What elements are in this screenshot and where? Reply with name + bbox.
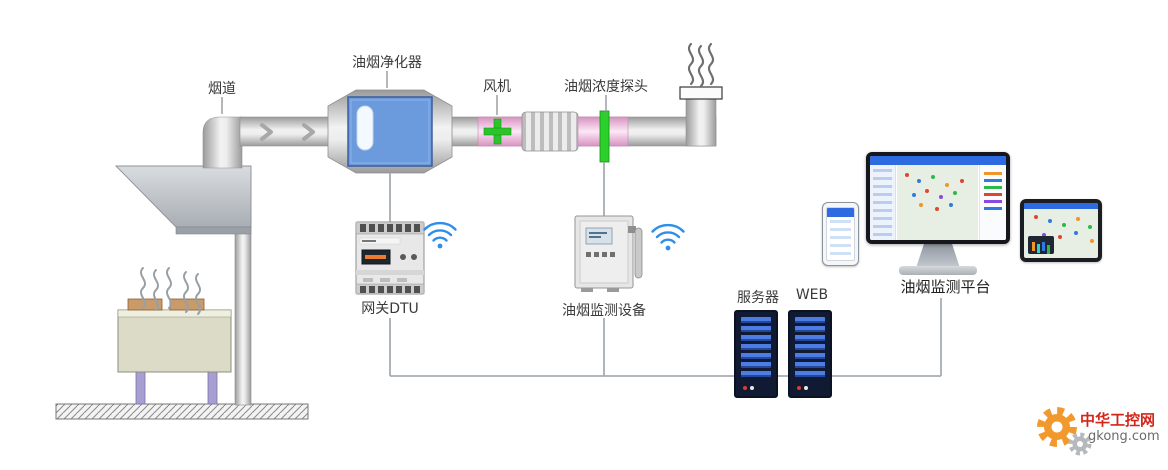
fume-purifier [327, 89, 453, 174]
fume-probe [599, 110, 610, 163]
exhaust-smoke-icon [687, 42, 715, 88]
platform-label: 油烟监测平台 [900, 278, 991, 296]
tablet-map-markers [1034, 215, 1038, 219]
terminal-blocks [360, 224, 420, 232]
flexible-bellows-duct [521, 111, 579, 152]
probe-label: 油烟浓度探头 [564, 79, 648, 95]
stove [117, 298, 232, 373]
connection-lines [389, 162, 942, 377]
server-label: 服务器 [737, 290, 779, 306]
fan-label: 风机 [483, 79, 511, 95]
device-label: 油烟监测设备 [562, 303, 646, 319]
status-led [750, 386, 754, 390]
dashboard-map [897, 165, 978, 240]
wifi-icon [651, 223, 685, 252]
desktop-monitor [866, 152, 1010, 244]
purifier-label: 油烟净化器 [352, 55, 422, 71]
power-led [797, 386, 801, 390]
server-tower [734, 310, 778, 398]
fan-symbol [483, 118, 512, 145]
hatched-floor [55, 403, 309, 420]
dtu-button [400, 254, 406, 260]
dashboard-panel [979, 165, 1006, 240]
tablet-chart-panel [1028, 236, 1054, 254]
map-markers [905, 173, 909, 177]
wifi-icon [423, 221, 457, 250]
kitchen-hood [114, 165, 252, 235]
sidebar-rows [873, 169, 892, 237]
exhaust-stub [685, 96, 717, 147]
power-led [743, 386, 747, 390]
watermark-domain: gkong.com [1088, 429, 1160, 444]
smartphone [822, 202, 859, 266]
phone-app-header [827, 208, 854, 217]
server-slats [741, 317, 771, 380]
device-buttons [586, 252, 615, 257]
gateway-label: 网关DTU [361, 301, 419, 317]
stove-legs [135, 369, 218, 405]
phone-list-rows [830, 220, 851, 257]
gateway-dtu-device [355, 221, 425, 295]
phone-screen [826, 207, 855, 261]
web-label: WEB [795, 287, 829, 303]
tablet-screen [1024, 203, 1098, 258]
antenna [634, 227, 643, 279]
tablet [1020, 199, 1102, 262]
status-led [804, 386, 808, 390]
fume-monitoring-device [574, 215, 643, 292]
panel-stat-bars [984, 172, 1002, 175]
dashboard-navbar [870, 156, 1006, 165]
dashboard-sidebar [870, 165, 896, 240]
dashboard-screen [870, 156, 1006, 240]
gear-icon [1037, 407, 1092, 456]
label-leader-lines [221, 71, 607, 115]
tablet-chart-bars [1032, 242, 1035, 251]
flow-arrow-icon [260, 123, 315, 141]
monitor-stand [916, 244, 960, 268]
duct-label: 烟道 [208, 81, 236, 97]
duct-elbow [202, 116, 243, 169]
server-slats [795, 317, 825, 380]
tablet-navbar [1024, 203, 1098, 209]
monitor-base [899, 266, 977, 275]
web-server-tower [788, 310, 832, 398]
exhaust-flange [679, 86, 723, 100]
watermark-title: 中华工控网 [1080, 411, 1156, 429]
dtu-button [411, 254, 417, 260]
